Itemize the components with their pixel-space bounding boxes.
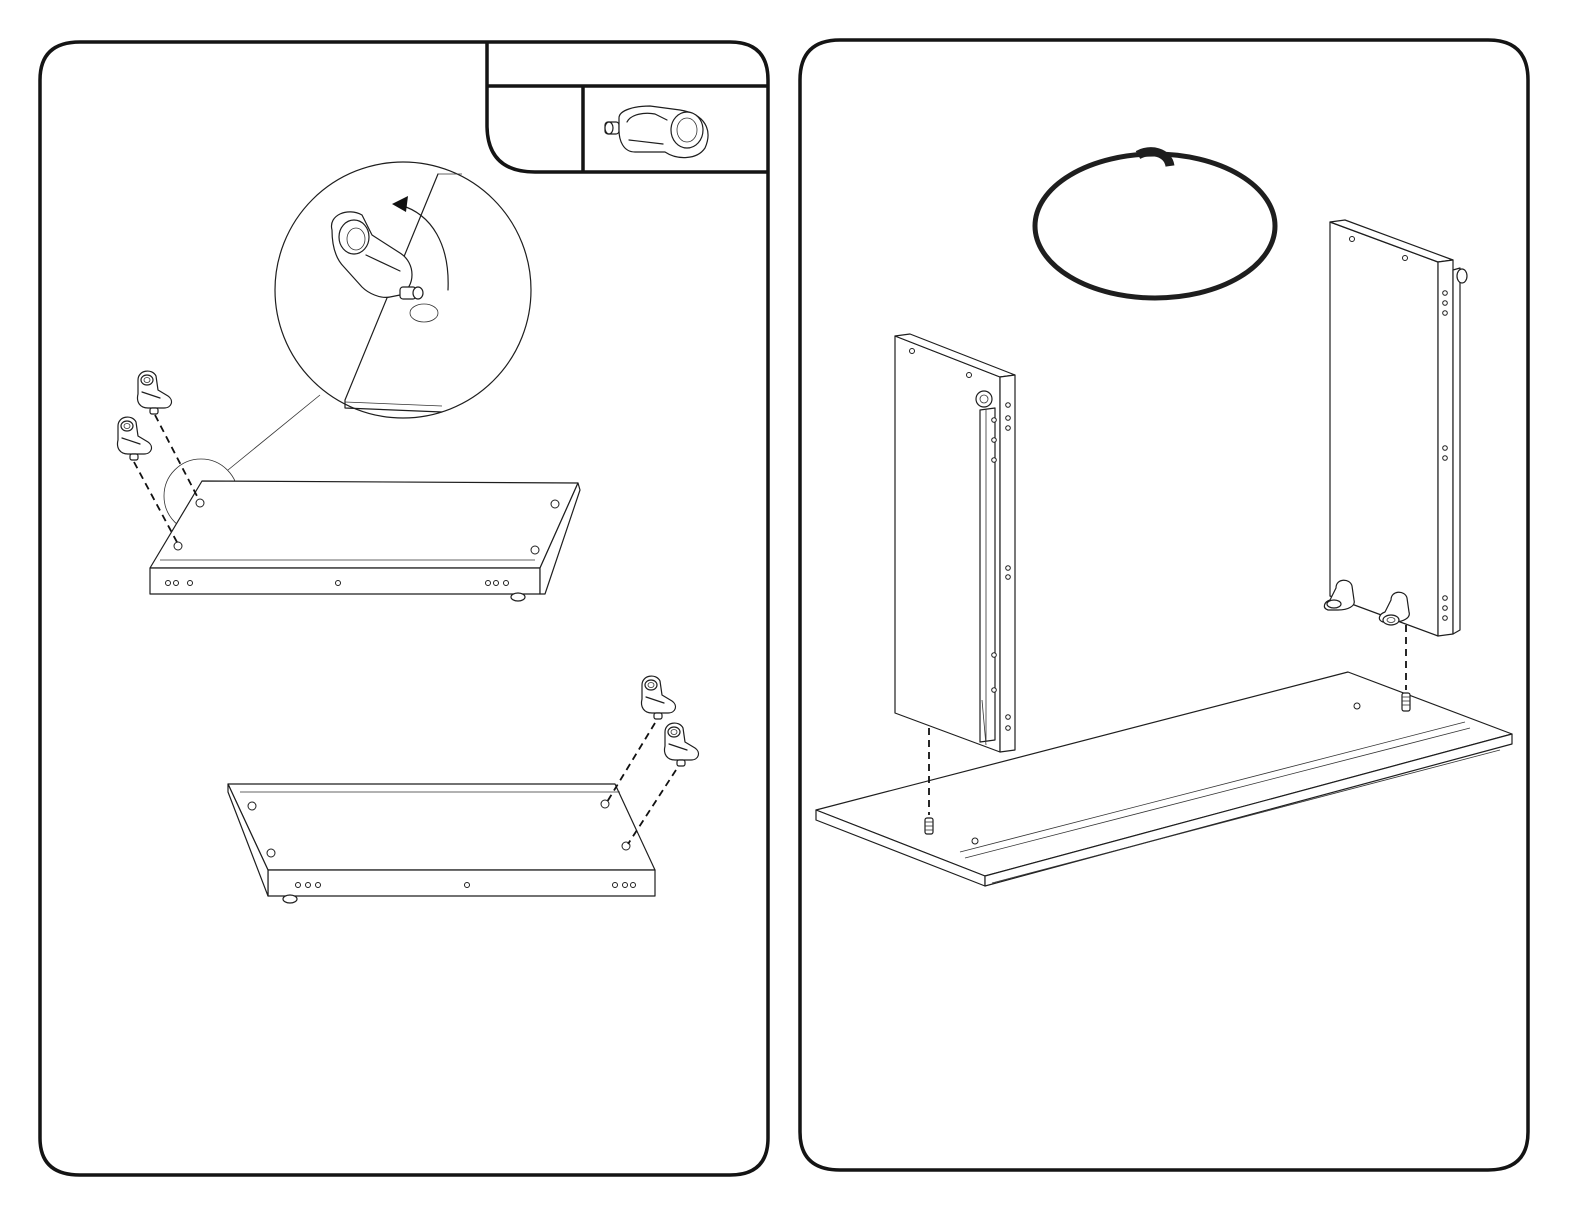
shelf-support-pin-icon: [1324, 580, 1354, 610]
zoom-detail-circle: [275, 162, 531, 418]
parts-box: [487, 42, 768, 172]
shelf-panel-upper: [150, 481, 580, 601]
dowel-pin-icon: [1402, 693, 1410, 711]
shelf-support-pin-icon: [117, 417, 151, 460]
circle-callout-icon: [1035, 152, 1275, 298]
side-panel-left: [895, 334, 1015, 752]
right-panel: [800, 40, 1528, 1170]
cam-lock-icon: [976, 391, 992, 407]
shelf-support-pin-icon: [137, 371, 171, 414]
shelf-support-pin-icon: [664, 723, 698, 766]
zoom-connector-line: [228, 395, 320, 470]
shelf-support-pin-icon: [641, 676, 675, 719]
insertion-guide-line: [628, 770, 676, 844]
side-panel-right: [1324, 220, 1467, 636]
left-panel: [40, 42, 768, 1175]
dowel-pin-icon: [925, 818, 933, 834]
insertion-guide-line: [155, 415, 198, 498]
shelf-support-pin-icon: [605, 106, 708, 158]
shelf-panel-lower: [228, 784, 655, 903]
insertion-guide-line: [607, 723, 655, 802]
